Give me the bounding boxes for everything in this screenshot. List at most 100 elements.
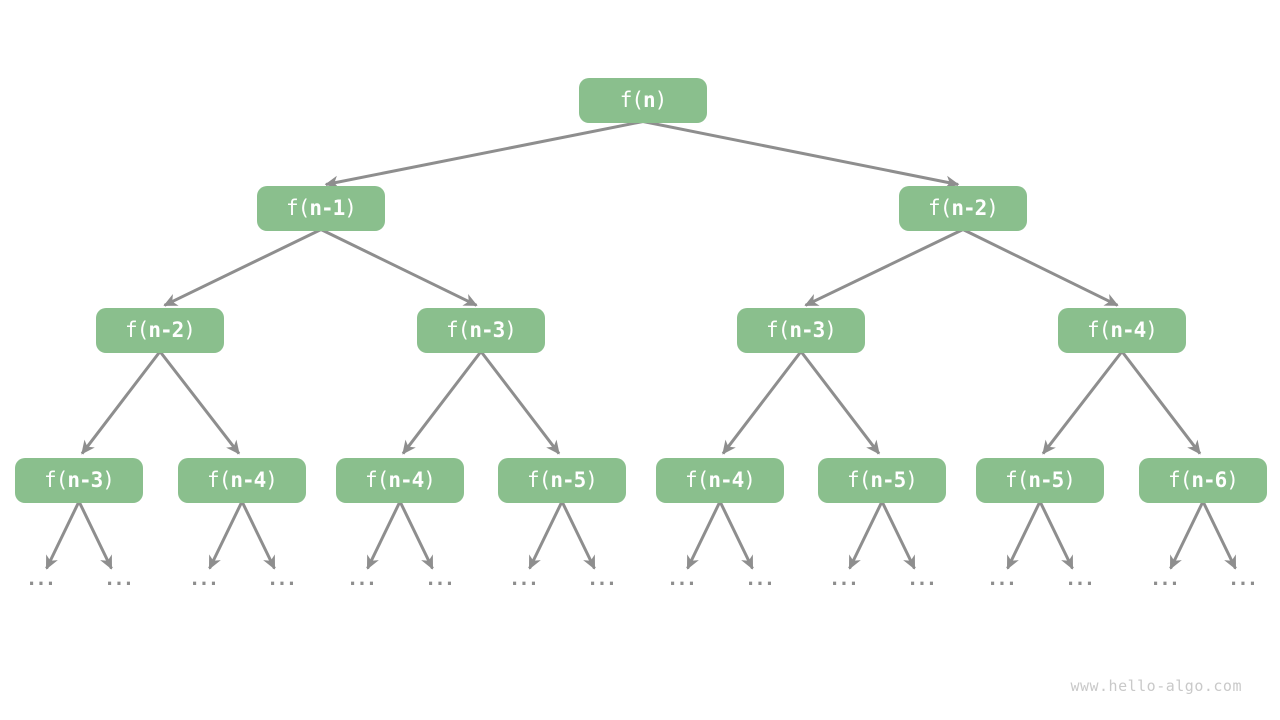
- node-label-post: ): [344, 195, 357, 220]
- edge-arrow-n13-leaf13: [1038, 500, 1074, 570]
- tree-node-n9: f(n-4): [336, 457, 464, 503]
- edge-arrow-n1-n3: [163, 228, 322, 307]
- edge-arrow-n10-leaf6: [528, 500, 564, 570]
- node-label-pre: f(: [446, 317, 470, 342]
- node-label-post: ): [905, 467, 918, 492]
- leaf-ellipsis: ...: [508, 568, 539, 590]
- leaf-ellipsis: ...: [986, 568, 1017, 590]
- node-label-pre: f(: [286, 195, 310, 220]
- edge-arrow-n4-n10: [479, 350, 561, 455]
- leaf-ellipsis: ...: [1227, 568, 1258, 590]
- edge-arrow-n12-leaf10: [848, 500, 884, 570]
- node-label-post: ): [654, 87, 668, 112]
- node-label-pre: f(: [685, 467, 709, 492]
- edge-arrow-n11-leaf8: [686, 500, 722, 570]
- edge-arrow-n13-leaf12: [1006, 500, 1042, 570]
- edge-arrow-n8-leaf2: [208, 500, 244, 570]
- node-label-pre: f(: [847, 467, 871, 492]
- node-label-pre: f(: [44, 467, 68, 492]
- node-label-post: ): [423, 467, 436, 492]
- node-label-var: n-5: [870, 467, 906, 492]
- node-label-post: ): [585, 467, 598, 492]
- tree-node-n5: f(n-3): [737, 307, 865, 353]
- node-label-post: ): [102, 467, 115, 492]
- edge-arrow-n2-n5: [804, 228, 964, 307]
- node-label-var: n-4: [230, 467, 266, 492]
- node-label-var: n: [642, 87, 656, 112]
- node-label-var: n-4: [388, 467, 424, 492]
- edge-arrow-n11-leaf9: [718, 500, 754, 570]
- node-label-var: n-4: [1110, 317, 1146, 342]
- edge-arrow-n7-leaf0: [45, 500, 81, 570]
- node-label-var: n-5: [550, 467, 586, 492]
- edge-arrow-n3-n8: [158, 350, 241, 455]
- node-label-pre: f(: [527, 467, 551, 492]
- node-label-post: ): [1145, 317, 1158, 342]
- edge-arrow-n12-leaf11: [880, 500, 916, 570]
- node-label-var: n-2: [148, 317, 184, 342]
- edge-arrow-n1-n4: [320, 228, 478, 307]
- node-label-pre: f(: [125, 317, 149, 342]
- node-label-pre: f(: [1168, 467, 1192, 492]
- node-label-pre: f(: [365, 467, 389, 492]
- node-label-var: n-4: [708, 467, 744, 492]
- tree-node-n14: f(n-6): [1139, 457, 1267, 503]
- leaf-ellipsis: ...: [828, 568, 859, 590]
- node-label-pre: f(: [1087, 317, 1111, 342]
- tree-node-n13: f(n-5): [976, 457, 1104, 503]
- tree-node-n4: f(n-3): [417, 307, 545, 353]
- tree-node-n11: f(n-4): [656, 457, 784, 503]
- leaf-ellipsis: ...: [346, 568, 377, 590]
- edge-arrow-n5-n11: [721, 350, 803, 455]
- leaf-ellipsis: ...: [744, 568, 775, 590]
- node-label-pre: f(: [928, 195, 952, 220]
- node-label-var: n-6: [1191, 467, 1227, 492]
- edge-arrow-n4-n9: [401, 350, 483, 455]
- tree-node-n6: f(n-4): [1058, 307, 1186, 353]
- node-label-var: n-5: [1028, 467, 1064, 492]
- leaf-ellipsis: ...: [103, 568, 134, 590]
- leaf-ellipsis: ...: [586, 568, 617, 590]
- leaf-ellipsis: ...: [666, 568, 697, 590]
- leaf-ellipsis: ...: [424, 568, 455, 590]
- leaf-ellipsis: ...: [1149, 568, 1180, 590]
- node-label-post: ): [824, 317, 837, 342]
- leaf-ellipsis: ...: [1064, 568, 1095, 590]
- node-label-var: n-2: [951, 195, 987, 220]
- leaf-ellipsis: ...: [906, 568, 937, 590]
- watermark: www.hello-algo.com: [1070, 677, 1242, 695]
- tree-node-n0: f(n): [579, 77, 707, 123]
- node-label-post: ): [504, 317, 517, 342]
- node-label-var: n-3: [67, 467, 103, 492]
- edge-arrow-n3-n7: [80, 350, 162, 455]
- tree-node-n7: f(n-3): [15, 457, 143, 503]
- edge-arrow-n14-leaf14: [1169, 500, 1205, 570]
- edge-arrow-n2-n6: [962, 228, 1119, 307]
- node-label-post: ): [986, 195, 999, 220]
- tree-node-n8: f(n-4): [178, 457, 306, 503]
- edge-arrow-n10-leaf7: [560, 500, 596, 570]
- leaf-ellipsis: ...: [188, 568, 219, 590]
- node-label-post: ): [1063, 467, 1076, 492]
- edge-arrow-n14-leaf15: [1201, 500, 1237, 570]
- node-label-post: ): [183, 317, 196, 342]
- edge-arrow-n6-n14: [1120, 350, 1202, 455]
- node-label-pre: f(: [1005, 467, 1029, 492]
- node-label-post: ): [743, 467, 756, 492]
- node-label-var: n-1: [309, 195, 345, 220]
- edge-arrow-n0-n1: [324, 120, 644, 189]
- edge-arrow-n8-leaf3: [240, 500, 276, 570]
- node-label-var: n-3: [789, 317, 825, 342]
- node-label-post: ): [1226, 467, 1239, 492]
- leaf-ellipsis: ...: [25, 568, 56, 590]
- edge-arrow-n7-leaf1: [77, 500, 113, 570]
- edge-arrow-n6-n13: [1041, 350, 1124, 455]
- node-label-var: n-3: [469, 317, 505, 342]
- tree-node-n2: f(n-2): [899, 185, 1027, 231]
- node-label-pre: f(: [207, 467, 231, 492]
- edge-arrow-n5-n12: [799, 350, 881, 455]
- node-label-pre: f(: [766, 317, 790, 342]
- node-label-post: ): [265, 467, 278, 492]
